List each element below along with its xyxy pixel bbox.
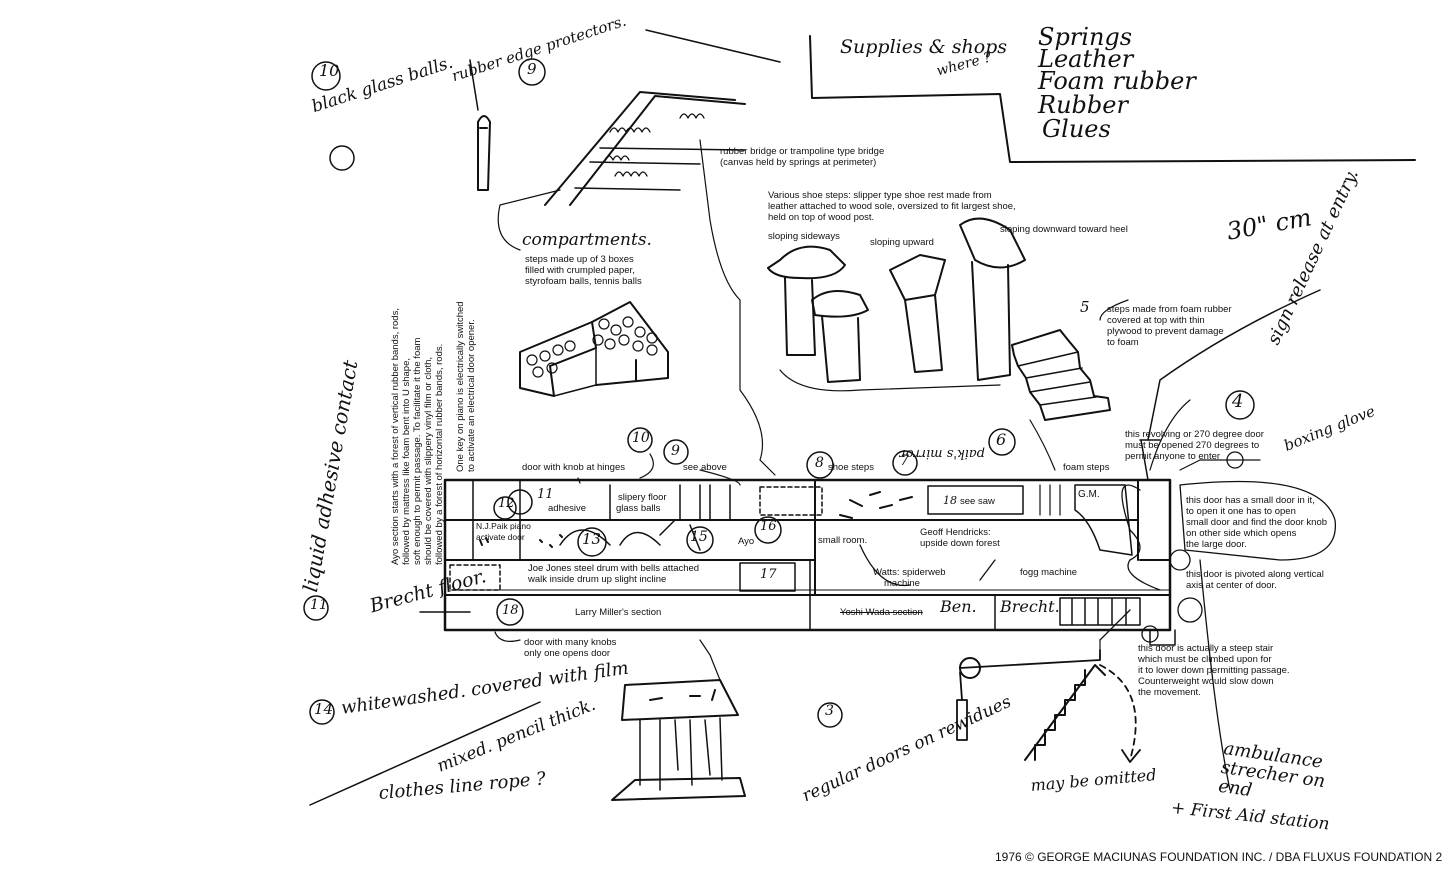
foam-steps-desc-2: covered at top with thin	[1107, 315, 1205, 326]
floor-plan-outline	[443, 478, 1172, 632]
circle-number-9: 9	[527, 60, 537, 78]
walk-inside-label: walk inside drum up slight incline	[528, 574, 667, 585]
larry-miller-label: Larry Miller's section	[575, 607, 662, 618]
compartments-note: compartments.	[522, 230, 652, 250]
circle-10-top	[311, 61, 341, 91]
upside-down-forest-label: upside down forest	[920, 538, 1000, 549]
revolving-door-2: must be opened 270 degrees to	[1125, 440, 1260, 451]
ayo-section-line-4: should be covered with slippery vinyl fi…	[423, 356, 434, 565]
machine-label: machine	[884, 578, 920, 589]
ayo-section-line-2: followed by mattress like foam bent into…	[401, 358, 412, 565]
watts-label: Watts: spiderweb	[873, 567, 946, 578]
circle-number-15: 15	[690, 529, 708, 545]
shoe-steps-desc-3: held on top of wood post.	[768, 212, 875, 223]
circle-number-5: 5	[1080, 298, 1090, 316]
ayo-section-line-3: soft enough to permit passage. To facili…	[412, 337, 423, 565]
seesaw-number: 18	[943, 494, 957, 507]
circle-number-11-side: 11	[310, 597, 328, 613]
small-door-3: small door and find the door knob	[1186, 517, 1328, 528]
ayo-section-line-1: Ayo section starts with a forest of vert…	[390, 308, 401, 565]
circle-number-17: 17	[760, 567, 777, 582]
steep-stair-3: it to lower down permitting passage.	[1138, 665, 1290, 676]
sloping-upward-label: sloping upward	[870, 237, 934, 248]
circle-number-18: 18	[502, 603, 519, 618]
sloping-downward-label: sloping downward toward heel	[1000, 224, 1128, 235]
steep-stair-1: this door is actually a steep stair	[1138, 643, 1274, 654]
rubber-bridge-label: rubber bridge or trampoline type bridge	[720, 146, 885, 157]
small-room-label: small room.	[818, 535, 868, 546]
joe-jones-label: Joe Jones steel drum with bells attached	[528, 563, 700, 574]
supplies-box-outline	[809, 35, 1416, 163]
pivoted-door-2: axis at center of door.	[1186, 580, 1277, 591]
circle-number-16: 16	[760, 519, 777, 534]
foam-steps-desc-4: to foam	[1107, 337, 1139, 348]
glass-balls-label: glass balls	[616, 503, 661, 514]
steps-boxes-3: styrofoam balls, tennis balls	[525, 276, 642, 287]
steep-stair-4: Counterweight would slow down	[1138, 676, 1274, 687]
compartment-balls	[526, 316, 658, 378]
paiks-mirror-note: paik's mirror	[899, 446, 985, 461]
circle-number-4: 4	[1232, 391, 1244, 412]
adhesive-label: adhesive	[548, 503, 587, 514]
seesaw-label: see saw	[960, 496, 995, 507]
circle-number-10b: 10	[632, 430, 650, 446]
piano-key-line-2: to activate an electrical door opener.	[466, 319, 477, 472]
ayo-section-line-5: followed by a forest of horizontal rubbe…	[434, 343, 445, 565]
sloping-sideways-label: sloping sideways	[768, 231, 840, 242]
circle-number-11: 11	[537, 487, 554, 502]
circle-number-3: 3	[825, 703, 834, 719]
small-door-4: on other side which opens	[1186, 528, 1297, 539]
supply-glues: Glues	[1042, 115, 1111, 143]
circle-number-8: 8	[815, 455, 824, 471]
piano-key-line-1: One key on piano is electrically switche…	[455, 301, 466, 472]
door-knob-hinges-label: door with knob at hinges	[522, 462, 625, 473]
supply-leather: Leather	[1038, 45, 1134, 73]
only-one-label: only one opens door	[524, 648, 611, 659]
shoe-steps-label: shoe steps	[828, 462, 874, 473]
gm-label: G.M.	[1078, 489, 1100, 500]
circle-number-9b: 9	[671, 443, 680, 459]
circle-9-top	[518, 58, 546, 86]
geoff-label: Geoff Hendricks:	[920, 527, 991, 538]
pivoted-door-1: this door is pivoted along vertical	[1186, 569, 1324, 580]
circle-number-10: 10	[319, 61, 340, 80]
slippery-floor-label: slipery floor	[618, 492, 667, 503]
supply-rubber: Rubber	[1038, 91, 1128, 119]
circle-number-6: 6	[996, 430, 1007, 449]
circle-number-7: 7	[900, 453, 909, 469]
small-door-1: this door has a small door in it,	[1186, 495, 1315, 506]
rubber-bridge-sub: (canvas held by springs at perimeter)	[720, 157, 877, 168]
revolving-door-3: permit anyone to enter	[1125, 451, 1221, 462]
steep-stair-5: the movement.	[1138, 687, 1201, 698]
supplies-shops-note: Supplies & shops	[840, 36, 1008, 58]
small-door-2: to open it one has to open	[1186, 506, 1296, 517]
ben-note: Ben.	[940, 597, 977, 616]
brecht-note: Brecht.	[1000, 597, 1060, 616]
circle-number-14: 14	[314, 700, 334, 718]
fogg-machine-label: fogg machine	[1020, 567, 1078, 578]
nj-paik-label: N.J.Paik piano	[476, 521, 531, 531]
small-door-5: the large door.	[1186, 539, 1247, 550]
circle-number-12: 12	[498, 496, 515, 511]
foam-steps-desc-1: steps made from foam rubber	[1107, 304, 1232, 315]
steep-stair-2: which must be climbed upon for	[1138, 654, 1272, 665]
circle-number-13: 13	[582, 530, 602, 548]
activate-door-label: activate door	[476, 532, 525, 542]
foam-steps-desc-3: plywood to prevent damage	[1107, 326, 1224, 337]
see-above-label: see above	[683, 462, 727, 473]
many-knobs-label: door with many knobs	[524, 637, 617, 648]
shoe-steps-desc-1: Various shoe steps: slipper type shoe re…	[768, 190, 992, 201]
shoe-steps-desc-2: leather attached to wood sole, oversized…	[768, 201, 1016, 212]
supply-foam-rubber: Foam rubber	[1038, 67, 1196, 95]
steps-boxes-2: filled with crumpled paper,	[525, 265, 635, 276]
supply-springs: Springs	[1038, 23, 1133, 51]
copyright-credit: 1976 © GEORGE MACIUNAS FOUNDATION INC. /…	[995, 850, 1443, 864]
ayo-label: Ayo	[738, 536, 755, 547]
steps-boxes-1: steps made up of 3 boxes	[525, 254, 634, 265]
revolving-door-1: this revolving or 270 degree door	[1125, 429, 1264, 440]
yoshi-wada-label: Yoshi Wada section	[840, 607, 923, 618]
foam-steps-label: foam steps	[1063, 462, 1110, 473]
